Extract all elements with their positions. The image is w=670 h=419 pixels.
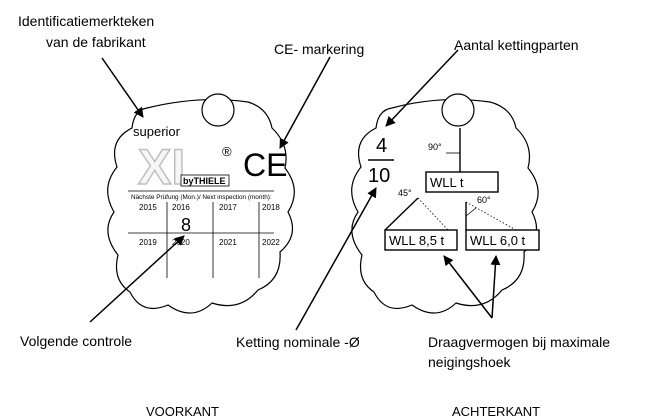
front-tag-outline xyxy=(107,98,295,314)
arrow-next-inspection xyxy=(89,235,185,323)
wll-top-text: WLL t xyxy=(430,175,464,190)
arrow-ce xyxy=(279,56,331,149)
wll-2-text: WLL 6,0 t xyxy=(470,233,526,248)
brand-bythiele: byTHIELE xyxy=(183,176,226,186)
back-tag-outline xyxy=(351,98,539,314)
label-capacity-2: neigingshoek xyxy=(428,354,511,370)
label-manufacturer-id-1: Identificatiemerkteken xyxy=(18,13,155,29)
wll-2-box xyxy=(465,229,540,251)
back-tag: 4 10 90° WLL t 45° WLL 8,5 t 60° WLL 6,0… xyxy=(351,93,540,314)
label-capacity-1: Draagvermogen bij maximale xyxy=(428,334,611,350)
bythiele-box xyxy=(180,174,230,187)
arrow-capacity-1 xyxy=(443,255,493,319)
brand-superior: superior xyxy=(133,124,181,139)
label-front: VOORKANT xyxy=(146,404,219,419)
year-2016: 2016 xyxy=(172,203,190,212)
year-2018: 2018 xyxy=(262,203,280,212)
wll-1-text: WLL 8,5 t xyxy=(389,233,445,248)
arrow-manufacturer xyxy=(101,57,144,118)
inspection-header: Nächste Prüfung (Mon.)/ Next inspection … xyxy=(131,194,272,201)
brand-xl: XL xyxy=(138,139,202,195)
arrow-chain-legs xyxy=(385,49,459,127)
wll-1-box xyxy=(384,229,458,251)
arrow-capacity-2 xyxy=(490,255,501,319)
year-2017: 2017 xyxy=(219,203,237,212)
label-next-inspection: Volgende controle xyxy=(20,333,133,349)
chain-legs-value: 4 xyxy=(376,135,387,157)
inspection-month: 8 xyxy=(181,215,191,235)
year-2015: 2015 xyxy=(139,203,157,212)
angle-45: 45° xyxy=(398,188,412,198)
angle-60: 60° xyxy=(477,195,491,205)
front-tag-hole xyxy=(201,93,235,127)
front-tag: superior XL ® byTHIELE CE Nächste Prüfun… xyxy=(107,93,295,314)
registered-mark: ® xyxy=(222,144,232,159)
back-tag-hole xyxy=(441,93,475,127)
year-2021: 2021 xyxy=(219,238,237,247)
label-manufacturer-id-2: van de fabrikant xyxy=(46,34,146,50)
wll-top-box xyxy=(425,171,499,193)
year-2022: 2022 xyxy=(262,238,280,247)
label-back: ACHTERKANT xyxy=(452,404,541,419)
chain-diameter-value: 10 xyxy=(368,165,390,187)
label-ce-marking: CE- markering xyxy=(274,41,365,57)
angle-90: 90° xyxy=(428,142,442,152)
year-2019: 2019 xyxy=(139,238,157,247)
label-chain-nominal: Ketting nominale -Ø xyxy=(236,334,360,350)
label-chain-legs: Aantal kettingparten xyxy=(454,37,579,53)
arrow-chain-nominal xyxy=(295,187,377,331)
ce-symbol: CE xyxy=(243,147,287,183)
